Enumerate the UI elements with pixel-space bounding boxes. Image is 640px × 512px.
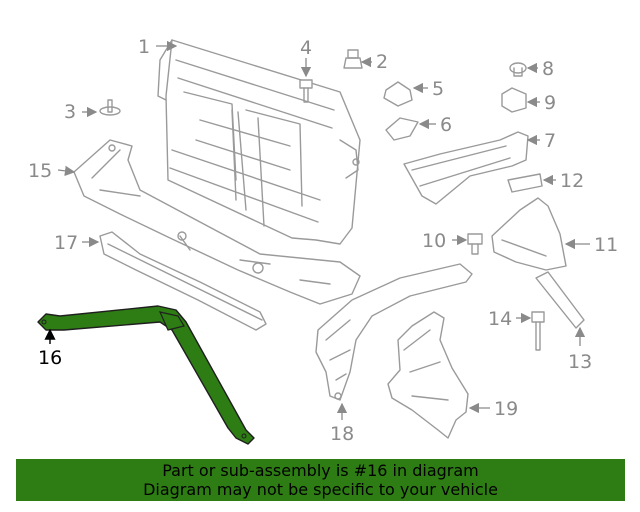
banner-line-1: Part or sub-assembly is #16 in diagram bbox=[162, 461, 479, 480]
callout-19: 19 bbox=[494, 398, 518, 420]
part-1-grille-frame bbox=[157, 39, 361, 245]
part-3-screw bbox=[99, 99, 121, 116]
parts-diagram: 1 2 3 4 5 6 7 8 9 10 11 12 13 14 15 16 1… bbox=[28, 36, 618, 445]
callout-14: 14 bbox=[488, 308, 512, 330]
part-12-clip bbox=[507, 173, 543, 193]
callout-5: 5 bbox=[432, 78, 444, 100]
callout-10: 10 bbox=[422, 230, 446, 252]
callout-9: 9 bbox=[544, 92, 556, 114]
part-19-lower-bracket bbox=[387, 311, 469, 439]
callout-4: 4 bbox=[300, 37, 312, 59]
callout-8: 8 bbox=[542, 58, 554, 80]
callout-17: 17 bbox=[54, 232, 78, 254]
callout-labels: 1 2 3 4 5 6 7 8 9 10 11 12 13 14 15 16 1… bbox=[28, 36, 618, 445]
part-13-strap bbox=[535, 271, 585, 329]
part-15-upper-crossmember bbox=[73, 139, 361, 305]
callout-15: 15 bbox=[28, 160, 52, 182]
part-14-bolt bbox=[531, 311, 545, 351]
callout-2: 2 bbox=[376, 51, 388, 73]
part-9-clip-nut bbox=[501, 87, 527, 113]
callout-11: 11 bbox=[594, 234, 618, 256]
callout-16: 16 bbox=[38, 347, 62, 369]
callout-13: 13 bbox=[568, 351, 592, 373]
part-10-bolt bbox=[467, 233, 483, 255]
part-8-nut bbox=[509, 62, 527, 77]
part-16-brace-highlighted bbox=[37, 305, 255, 445]
part-18-side-bracket bbox=[315, 263, 473, 401]
info-banner: Part or sub-assembly is #16 in diagram D… bbox=[16, 459, 625, 501]
banner-line-2: Diagram may not be specific to your vehi… bbox=[143, 480, 498, 499]
part-2-rivet bbox=[343, 49, 363, 69]
part-4-bolt bbox=[299, 79, 313, 103]
part-7-air-duct bbox=[403, 131, 529, 205]
callout-18: 18 bbox=[330, 423, 354, 445]
callout-1: 1 bbox=[138, 36, 150, 58]
part-6-clip bbox=[385, 117, 419, 141]
part-5-nut-clip bbox=[383, 81, 413, 107]
callout-12: 12 bbox=[560, 170, 584, 192]
callout-6: 6 bbox=[440, 114, 452, 136]
callout-7: 7 bbox=[544, 130, 556, 152]
leader-lines bbox=[44, 40, 590, 420]
part-11-air-guide bbox=[491, 197, 567, 271]
part-17-lower-crossmember bbox=[99, 231, 267, 331]
callout-3: 3 bbox=[64, 101, 76, 123]
